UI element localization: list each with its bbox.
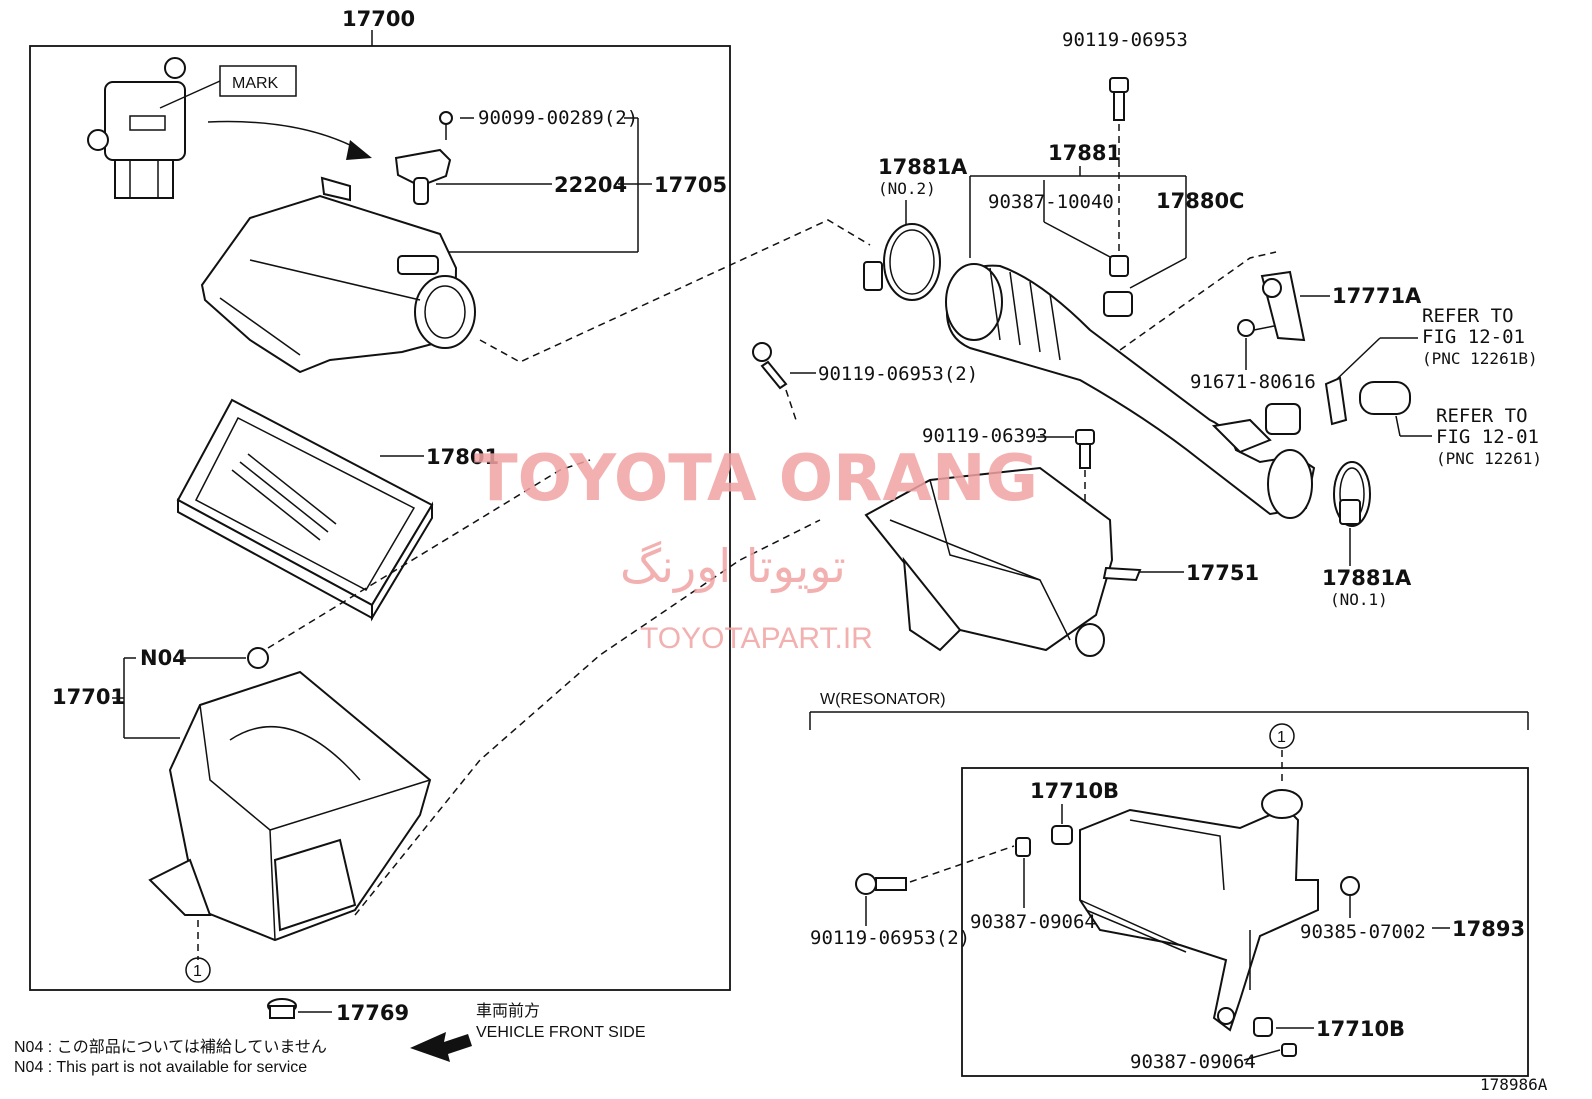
note-en: N04 : This part is not available for ser… xyxy=(14,1059,307,1076)
bolt-left xyxy=(752,342,788,390)
label-clamp-top-sub: (NO.2) xyxy=(878,179,936,198)
label-bolt-left: 90119-06953(2) xyxy=(818,363,978,385)
air-cleaner-cap xyxy=(200,176,476,374)
refer2-a: REFER TO xyxy=(1436,405,1528,427)
resonator-frame xyxy=(961,767,1529,1077)
collar-res xyxy=(1015,837,1031,857)
label-clamp-bot-sub: (NO.1) xyxy=(1330,590,1388,609)
bolt-res xyxy=(855,873,907,895)
label-case: 17701 xyxy=(52,685,125,709)
note-jp: N04 : この部品については補給していません xyxy=(14,1038,327,1056)
label-cushion-top: 17880C xyxy=(1156,189,1244,213)
intake-hose xyxy=(945,263,1316,519)
bolt-bracket xyxy=(1237,319,1275,337)
circle-ref-right: 1 xyxy=(1277,729,1286,746)
label-nut-res: 90385-07002 xyxy=(1300,921,1426,943)
label-collar-res: 90387-09064 xyxy=(970,911,1096,933)
air-inlet xyxy=(864,466,1142,657)
label-assembly: 17700 xyxy=(342,7,415,31)
sensor-22204 xyxy=(394,111,453,205)
label-screw-a: 90099-00289(2) xyxy=(478,107,638,129)
label-inlet: 17751 xyxy=(1186,561,1259,585)
label-clamp-top: 17881A xyxy=(878,155,968,179)
label-collar-res-bot: 90387-09064 xyxy=(1130,1051,1256,1073)
label-front-en: VEHICLE FRONT SIDE xyxy=(476,1024,646,1041)
label-front-jp: 車両前方 xyxy=(476,1002,540,1020)
refer2-c: (PNC 12261) xyxy=(1436,449,1542,468)
label-bolt-mid: 90119-06393 xyxy=(922,425,1048,447)
circle-ref-left: 1 xyxy=(193,963,202,980)
n04-grommet xyxy=(247,647,269,669)
label-cushion-res-bot: 17710B xyxy=(1316,1017,1405,1041)
label-bolt-bracket: 91671-80616 xyxy=(1190,371,1316,393)
refer1-c: (PNC 12261B) xyxy=(1422,349,1538,368)
label-mark: MARK xyxy=(232,75,279,92)
air-flow-meter-detail xyxy=(87,57,186,199)
cushion-res-top xyxy=(1051,825,1073,845)
cushion-top xyxy=(1103,291,1133,317)
front-arrow-icon xyxy=(410,1032,472,1062)
label-sensor: 22204 xyxy=(554,173,627,197)
refer2-b: FIG 12-01 xyxy=(1436,426,1539,448)
collar-res-bot xyxy=(1281,1043,1297,1057)
collar-top xyxy=(1109,255,1129,277)
label-bolt-top: 90119-06953 xyxy=(1062,29,1188,51)
watermark-url: TOYOTAPART.IR xyxy=(640,622,873,655)
watermark-persian: تویوتا اورنگ xyxy=(620,539,846,594)
arrow-icon xyxy=(346,140,372,160)
air-cleaner-case xyxy=(148,670,432,942)
clamp-no2 xyxy=(863,223,941,301)
clamp-no1 xyxy=(1333,461,1371,527)
nut-res xyxy=(1340,876,1360,896)
refer1-a: REFER TO xyxy=(1422,305,1514,327)
label-hose-assy: 17881 xyxy=(1048,141,1121,165)
watermark-brand: TOYOTA ORANG xyxy=(474,442,1038,516)
bracket-17771a xyxy=(1260,270,1306,342)
refer1-b: FIG 12-01 xyxy=(1422,326,1525,348)
label-sensor-assy: 17705 xyxy=(654,173,727,197)
resonator-title: W(RESONATOR) xyxy=(820,691,946,708)
air-filter-element xyxy=(176,398,434,622)
assembly-frame xyxy=(29,45,731,991)
bolt-mid xyxy=(1075,429,1095,469)
hose-end-b xyxy=(1359,381,1411,415)
diagram-number: 178986A xyxy=(1480,1075,1548,1094)
cushion-res-bot xyxy=(1253,1017,1273,1037)
label-bolt-res: 90119-06953(2) xyxy=(810,927,970,949)
label-filter: 17801 xyxy=(426,445,499,469)
hose-end-a xyxy=(1324,376,1348,426)
bolt-top xyxy=(1109,77,1129,121)
label-clamp-bot: 17881A xyxy=(1322,566,1412,590)
label-resonator: 17893 xyxy=(1452,917,1525,941)
label-collar-top: 90387-10040 xyxy=(988,191,1114,213)
resonator-body xyxy=(1079,789,1319,1032)
label-bracket: 17771A xyxy=(1332,284,1422,308)
label-cushion-res-top: 17710B xyxy=(1030,779,1119,803)
label-n04: N04 xyxy=(140,646,187,670)
label-grommet: 17769 xyxy=(336,1001,409,1025)
grommet-17769 xyxy=(267,998,297,1019)
